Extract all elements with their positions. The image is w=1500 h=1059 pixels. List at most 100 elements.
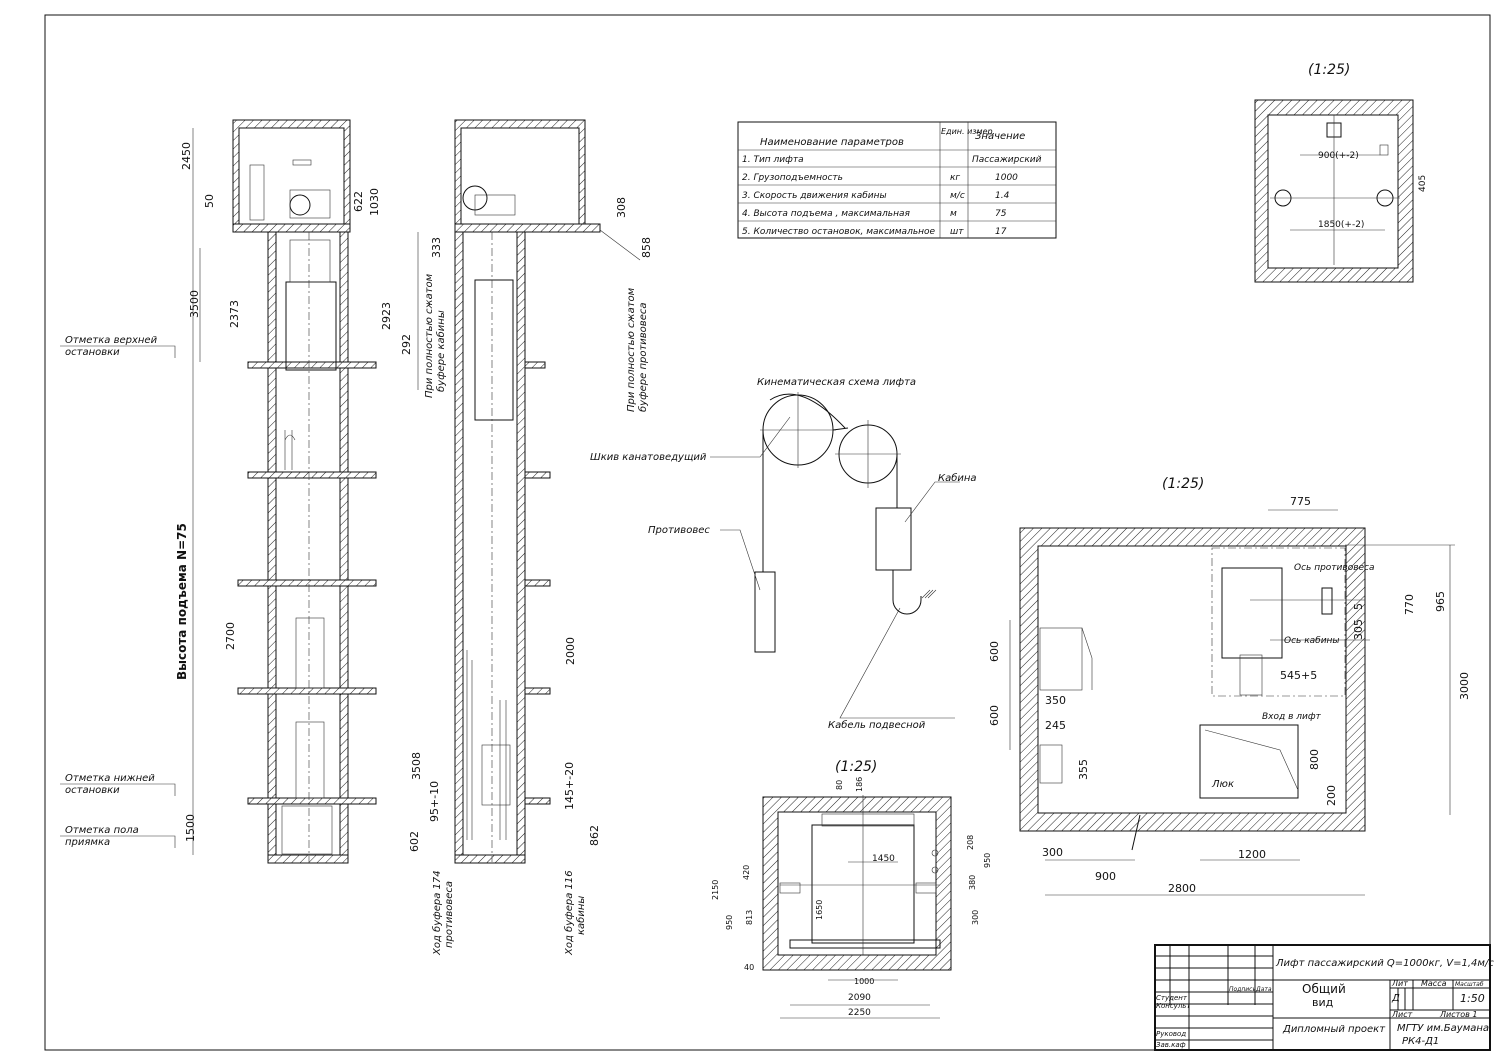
- dim: 600: [988, 705, 1001, 726]
- table-header-value: Значение: [975, 131, 1025, 142]
- mark-pit-floor-line2: приямка: [65, 837, 110, 848]
- label-hatch: Люк: [1211, 779, 1234, 790]
- dim: 950: [983, 853, 992, 868]
- dim: 1000: [854, 977, 874, 986]
- dim: 300: [1042, 846, 1063, 859]
- role-supervisor: Руковод: [1156, 1030, 1186, 1038]
- dim: 862: [588, 825, 601, 846]
- sheets-count: Листов 1: [1439, 1010, 1478, 1019]
- role-head: Зав.каф: [1156, 1041, 1186, 1049]
- dim: 355: [1077, 759, 1090, 780]
- dim: 2450: [180, 142, 193, 170]
- table-cell-name: 1. Тип лифта: [742, 155, 804, 165]
- mark-top-stop-line2: остановки: [65, 347, 120, 358]
- dim: 420: [742, 865, 751, 880]
- dim: 2373: [228, 300, 241, 328]
- travel-height-label: Высота подъема N=75: [175, 523, 189, 680]
- dim: 800: [1308, 749, 1321, 770]
- table-cell-name: 5. Количество остановок, максимальное: [742, 227, 936, 237]
- floor-marks: Отметка верхней остановки Отметка нижней…: [60, 335, 176, 848]
- side-elevation-dimensions: 308 333 858 2000 3508 95+-10 145+-20 602…: [408, 197, 653, 852]
- dim: 300: [971, 910, 980, 925]
- table-header-unit: Един. измер.: [941, 127, 995, 136]
- note-cabin-buffer-line1: При полностью сжатом: [424, 273, 435, 398]
- label-counterweight: Противовес: [648, 525, 710, 536]
- signature-label: Подпись: [1229, 986, 1256, 993]
- dim: 2923: [380, 302, 393, 330]
- table-cell-value: Пассажирский: [972, 155, 1042, 165]
- note-cw-stroke-line2: противовеса: [444, 881, 455, 948]
- label-cab-axis: Ось кабины: [1284, 636, 1340, 646]
- project-label: Дипломный проект: [1282, 1024, 1386, 1035]
- table-cell-unit: кг: [950, 173, 960, 183]
- scale-label: Масштаб: [1455, 981, 1484, 988]
- dim: 3000: [1458, 672, 1471, 700]
- dim: 5: [1352, 603, 1365, 610]
- dim: 545+5: [1280, 669, 1317, 682]
- kinematic-title: Кинематическая схема лифта: [757, 377, 916, 388]
- label-cable: Кабель подвесной: [828, 719, 926, 731]
- plan-machine-room: (1:25) 900(+-2) 1850(+-2) 405: [1254, 62, 1428, 283]
- dim: 208: [966, 835, 975, 850]
- dim: 1030: [368, 188, 381, 216]
- scale-value: 1:50: [1460, 992, 1485, 1005]
- dim: 40: [744, 963, 754, 972]
- dim: 1450: [872, 854, 895, 864]
- dim: 305: [1352, 619, 1365, 640]
- dim: 900: [1095, 870, 1116, 883]
- counterweight: [754, 571, 776, 653]
- dim: 2090: [848, 993, 871, 1003]
- parameters-table: Наименование параметров Един. измер. Зна…: [737, 121, 1057, 239]
- dim: 2250: [848, 1008, 871, 1018]
- mark-bottom-stop-line2: остановки: [65, 785, 120, 796]
- note-cabin-buffer-line2: буфере кабины: [435, 310, 447, 392]
- cabin: [875, 507, 912, 571]
- dim: 80: [835, 780, 844, 790]
- dim: 950: [725, 915, 734, 930]
- dim: 775: [1290, 495, 1311, 508]
- dim: 3500: [188, 290, 201, 318]
- dim: 900(+-2): [1318, 151, 1359, 161]
- dim: 813: [745, 910, 754, 925]
- dim: 405: [1418, 175, 1428, 192]
- side-elevation-notes: При полностью сжатом буфере кабины При п…: [424, 273, 649, 956]
- table-cell-unit: м/с: [950, 191, 965, 201]
- note-cab-stroke-line2: кабины: [575, 896, 587, 935]
- plan-shaft: (1:25) Ось противовеса Ось кабины Вход в…: [988, 476, 1471, 896]
- view-title-line1: Общий: [1302, 982, 1346, 996]
- shaft-elevation-dimensions: 2450 50 3500 2373 2923 292 622 1030 2700…: [180, 142, 413, 842]
- scale-label: (1:25): [1308, 62, 1350, 78]
- sheet-frame: [44, 14, 1491, 1051]
- table-cell-value: 1000: [995, 173, 1018, 183]
- dim: 622: [352, 191, 365, 212]
- dim: 3508: [410, 752, 423, 780]
- lit-label: Лит: [1391, 979, 1408, 988]
- dim: 600: [988, 641, 1001, 662]
- date-label: Дата: [1255, 986, 1272, 993]
- table-cell-unit: шт: [950, 227, 964, 237]
- table-cell-value: 1.4: [995, 191, 1010, 201]
- lit-value: Д: [1391, 993, 1400, 1004]
- dim: 770: [1403, 594, 1416, 615]
- dim: 145+-20: [563, 762, 576, 810]
- mark-bottom-stop-line1: Отметка нижней: [65, 773, 155, 784]
- sheet-label: Лист: [1391, 1010, 1413, 1019]
- scale-label: (1:25): [835, 759, 877, 775]
- dim: 602: [408, 831, 421, 852]
- table-cell-name: 2. Грузоподъемность: [742, 173, 843, 183]
- dim: 858: [640, 237, 653, 258]
- dim: 1650: [815, 900, 824, 920]
- dim: 1500: [184, 814, 197, 842]
- note-cw-buffer-line1: При полностью сжатом: [626, 287, 637, 412]
- plan-cabin: (1:25) 80 186 1450 208 950 420 380 2150 …: [711, 759, 992, 1019]
- label-entry: Вход в лифт: [1262, 712, 1322, 722]
- title-block: Лифт пассажирский Q=1000кг, V=1,4м/с Общ…: [1154, 944, 1494, 1051]
- dim: 292: [400, 334, 413, 355]
- kinematic-scheme: [710, 392, 960, 719]
- table-header-name: Наименование параметров: [760, 137, 904, 148]
- drawing-code: РК4-Д1: [1402, 1036, 1439, 1047]
- role-student: Студент: [1156, 994, 1188, 1002]
- table-cell-value: 17: [995, 227, 1007, 237]
